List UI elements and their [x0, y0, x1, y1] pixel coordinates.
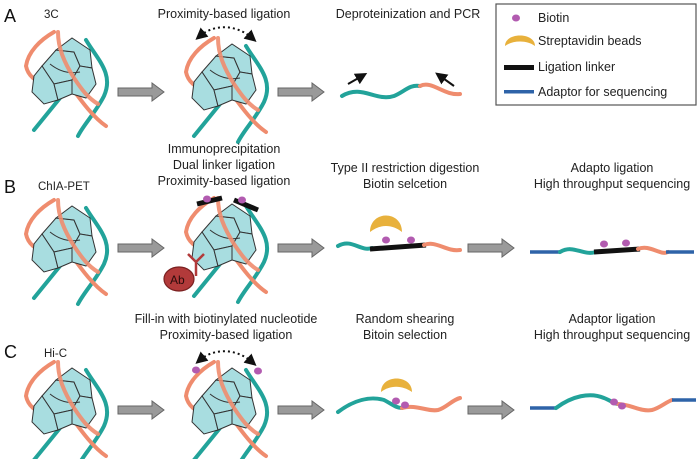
ligation-arc-c	[195, 350, 257, 366]
panel-b-letter: B	[4, 177, 16, 197]
panel-b-step1-line1: Immunoprecipitation	[168, 142, 281, 156]
streptavidin-bead-c	[381, 378, 412, 392]
panel-c-step1-line2: Proximity-based ligation	[160, 328, 293, 342]
linker-legend-icon	[504, 65, 534, 70]
biotin-c-5	[610, 398, 618, 406]
panel-a-letter: A	[4, 6, 16, 26]
biotin-b-4	[407, 236, 415, 244]
dna-salmon-c	[400, 396, 462, 413]
panel-b-step2-line1: Type II restriction digestion	[331, 161, 480, 175]
step-arrow-a1	[117, 82, 165, 102]
antibody-y-icon	[187, 253, 205, 276]
panel-c-step3-line2: High throughput sequencing	[534, 328, 690, 342]
biotin-b-2	[238, 196, 246, 204]
biotin-b-6	[622, 239, 630, 247]
legend-adaptor: Adaptor for sequencing	[538, 85, 667, 99]
legend-linker: Ligation linker	[538, 60, 615, 74]
dna-salmon-b2	[636, 245, 670, 255]
panel-b-step1-line3: Proximity-based ligation	[158, 174, 291, 188]
streptavidin-bead-b	[370, 215, 402, 232]
dna-teal-b2	[558, 247, 598, 255]
dna-salmon-a	[418, 82, 462, 97]
beads-legend-icon	[505, 35, 535, 46]
primer-arrow-right	[435, 72, 455, 87]
dna-teal-b	[336, 241, 374, 251]
step-arrow-c1	[117, 400, 165, 420]
step-arrow-a2	[277, 82, 325, 102]
linker-b-joined	[369, 242, 427, 252]
dna-salmon-c2	[616, 398, 674, 413]
primer-arrow-left	[347, 73, 368, 85]
panel-c-step2-line1: Random shearing	[356, 312, 455, 326]
biotin-c-6	[618, 402, 626, 410]
legend-beads: Streptavidin beads	[538, 34, 642, 48]
dna-teal-c2	[554, 393, 620, 410]
biotin-c-3	[392, 397, 400, 405]
biotin-c-4	[401, 401, 409, 409]
panel-b-step1-line2: Dual linker ligation	[173, 158, 275, 172]
panel-c-name: Hi-C	[44, 348, 67, 360]
linker-b-right	[233, 197, 259, 213]
panel-a-step1: Proximity-based ligation	[158, 7, 291, 21]
chromatin-complex-c2	[184, 360, 270, 464]
panel-b-name: ChIA-PET	[38, 181, 90, 193]
antibody-label: Ab	[170, 273, 185, 287]
chromatin-complex-b2	[184, 196, 270, 304]
legend-biotin: Biotin	[538, 11, 569, 25]
antibody-bead	[163, 266, 195, 292]
biotin-b-5	[600, 240, 608, 248]
chromatin-complex-c1	[24, 360, 110, 464]
biotin-c-1	[192, 366, 200, 374]
panel-a-name: 3C	[44, 9, 59, 21]
adaptor-legend-icon	[504, 90, 534, 94]
biotin-c-2	[254, 367, 262, 375]
step-arrow-b3	[467, 238, 515, 258]
biotin-b-3	[382, 236, 390, 244]
dna-salmon-b	[422, 241, 462, 253]
step-arrow-c2	[277, 400, 325, 420]
biotin-legend-icon	[512, 14, 520, 22]
panel-b-step3-line2: High throughput sequencing	[534, 177, 690, 191]
panel-c-step1-line1: Fill-in with biotinylated nucleotide	[135, 312, 318, 326]
biotin-b-1	[203, 195, 211, 203]
dna-teal-c	[336, 396, 404, 414]
panel-a-step2: Deproteinization and PCR	[336, 7, 481, 21]
step-arrow-c3	[467, 400, 515, 420]
linker-b-final	[593, 246, 641, 255]
panel-b-step3-line1: Adapto ligation	[571, 161, 654, 175]
step-arrow-b1	[117, 238, 165, 258]
panel-b-step2-line2: Biotin selcetion	[363, 177, 447, 191]
dna-teal-a	[340, 83, 422, 100]
ligation-arc-a	[195, 26, 257, 42]
chromatin-complex-b1	[24, 198, 110, 306]
panel-c-letter: C	[4, 342, 17, 362]
panel-c-step3-line1: Adaptor ligation	[569, 312, 656, 326]
step-arrow-b2	[277, 238, 325, 258]
chromatin-complex-a1	[24, 30, 110, 138]
legend-box	[495, 3, 697, 106]
chromatin-complex-a2	[184, 36, 270, 144]
panel-c-step2-line2: Bitoin selection	[363, 328, 447, 342]
